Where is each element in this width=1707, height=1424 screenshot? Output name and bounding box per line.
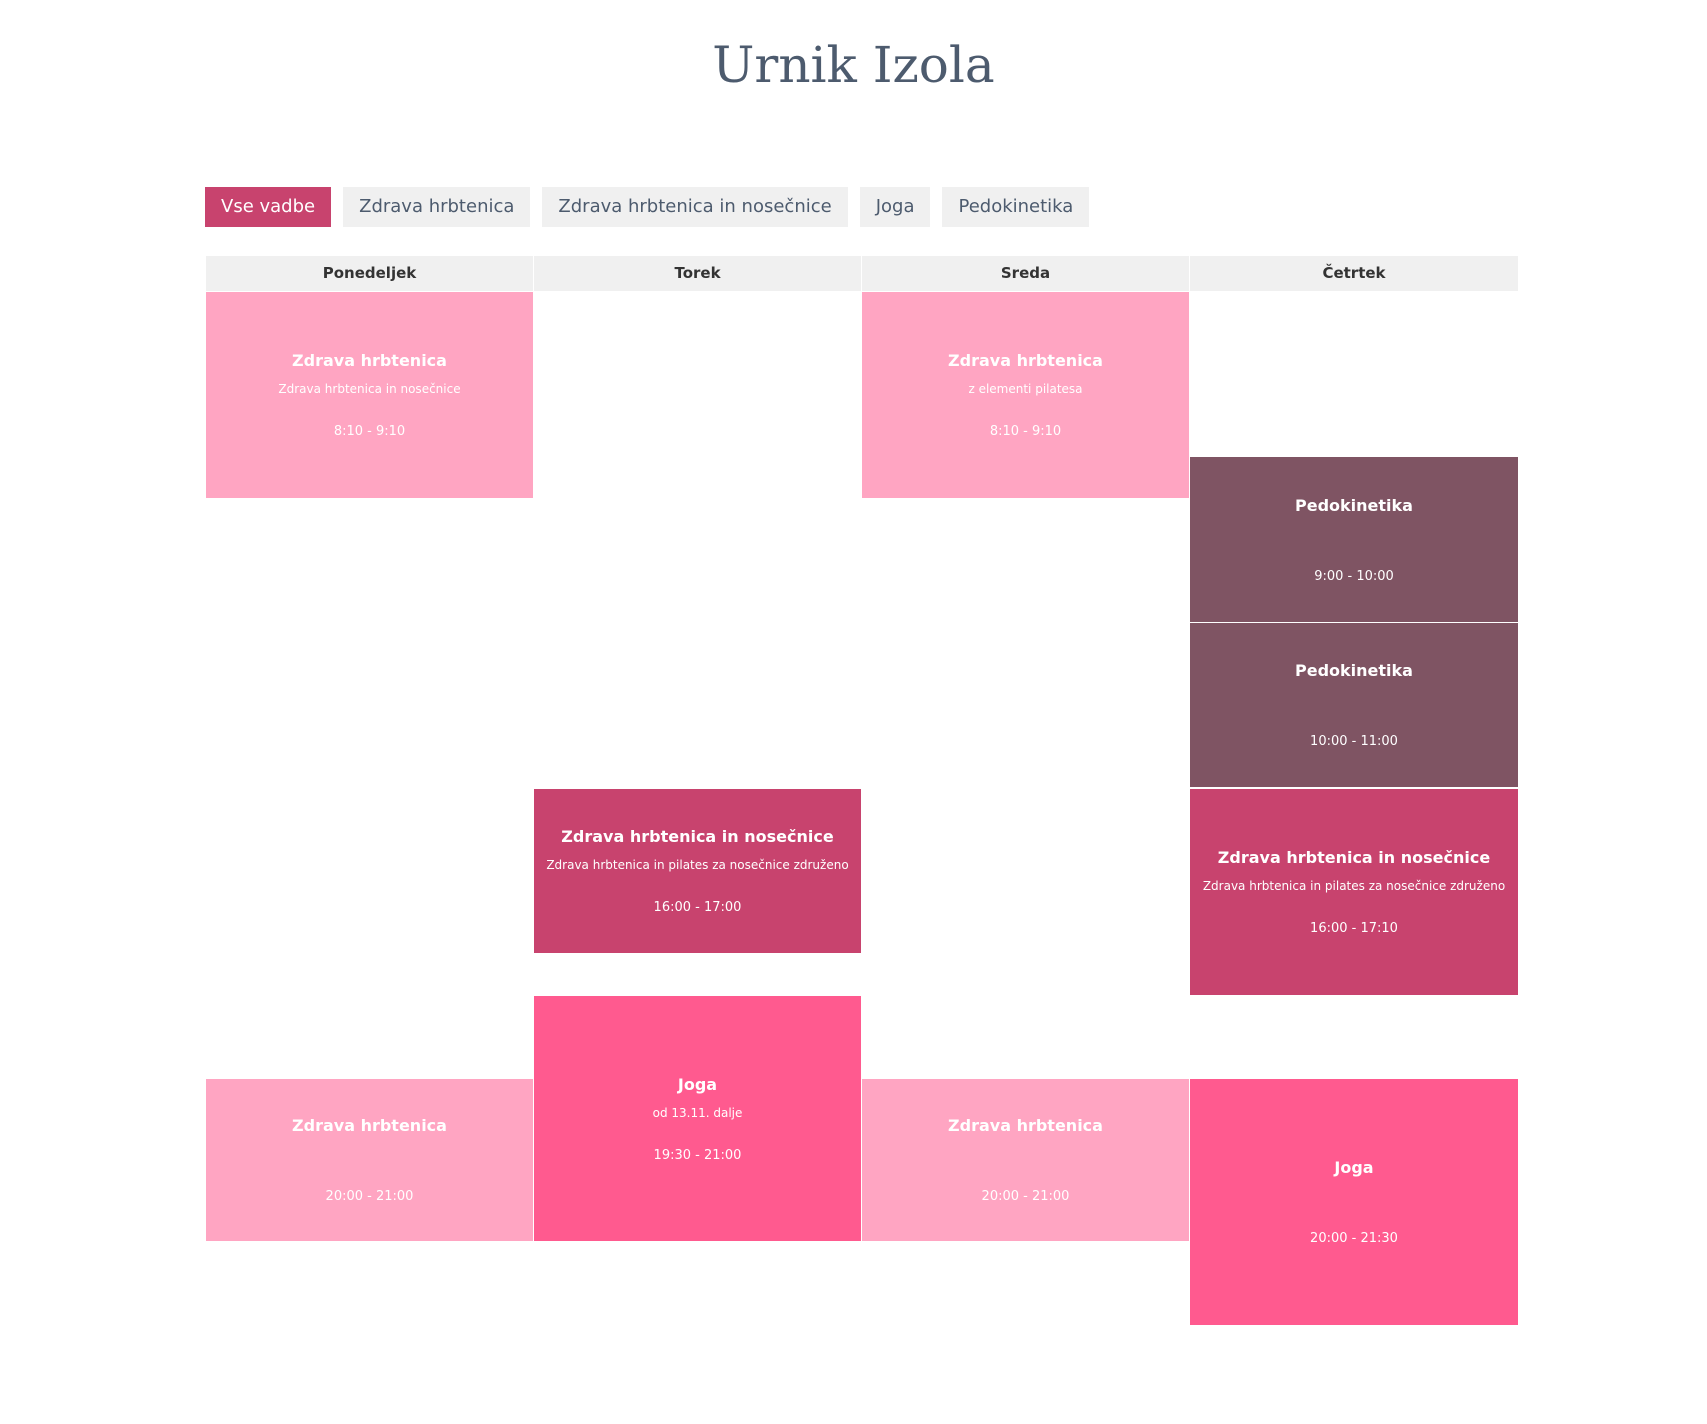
filter-bar: Vse vadbe Zdrava hrbtenica Zdrava hrbten… <box>205 187 1090 227</box>
event-thu-pedokinetika-2[interactable]: Pedokinetika 10:00 - 11:00 <box>1190 623 1518 787</box>
event-description: z elementi pilatesa <box>968 382 1083 396</box>
event-thu-zdrava-hrbtenica-nosecnice[interactable]: Zdrava hrbtenica in nosečnice Zdrava hrb… <box>1190 789 1518 995</box>
event-title: Pedokinetika <box>1295 661 1413 680</box>
event-title: Zdrava hrbtenica in nosečnice <box>561 827 834 846</box>
event-title: Zdrava hrbtenica <box>292 351 447 370</box>
filter-vse-vadbe[interactable]: Vse vadbe <box>205 187 332 227</box>
filter-zdrava-hrbtenica-in-nosecnice[interactable]: Zdrava hrbtenica in nosečnice <box>542 187 848 227</box>
event-time: 20:00 - 21:00 <box>981 1189 1070 1204</box>
event-description: Zdrava hrbtenica in nosečnice <box>278 382 461 396</box>
filter-joga[interactable]: Joga <box>859 187 931 227</box>
event-title: Zdrava hrbtenica <box>948 351 1103 370</box>
event-wed-zdrava-hrbtenica-evening[interactable]: Zdrava hrbtenica 20:00 - 21:00 <box>862 1079 1189 1241</box>
event-title: Pedokinetika <box>1295 495 1413 515</box>
event-wed-zdrava-hrbtenica-morning[interactable]: Zdrava hrbtenica z elementi pilatesa 8:1… <box>862 292 1189 498</box>
event-thu-joga[interactable]: Joga 20:00 - 21:30 <box>1190 1079 1518 1325</box>
event-title: Joga <box>1334 1158 1374 1177</box>
day-header-cetrtek: Četrtek <box>1190 256 1518 291</box>
event-time: 8:10 - 9:10 <box>333 424 406 439</box>
event-time: 19:30 - 21:00 <box>653 1147 742 1163</box>
event-time: 9:00 - 10:00 <box>1314 568 1394 584</box>
schedule-grid: Ponedeljek Torek Sreda Četrtek Zdrava hr… <box>206 256 1518 1326</box>
event-thu-pedokinetika-1[interactable]: Pedokinetika 9:00 - 10:00 <box>1190 457 1518 622</box>
day-header-torek: Torek <box>534 256 861 291</box>
event-title: Joga <box>677 1074 718 1094</box>
event-tue-zdrava-hrbtenica-nosecnice[interactable]: Zdrava hrbtenica in nosečnice Zdrava hrb… <box>534 789 861 953</box>
filter-zdrava-hrbtenica[interactable]: Zdrava hrbtenica <box>343 187 531 227</box>
event-time: 20:00 - 21:30 <box>1310 1231 1398 1246</box>
event-description: od 13.11. dalje <box>652 1105 743 1120</box>
day-header-sreda: Sreda <box>862 256 1189 291</box>
event-tue-joga[interactable]: Joga od 13.11. dalje 19:30 - 21:00 <box>534 996 861 1241</box>
page-title: Urnik Izola <box>712 36 995 94</box>
event-title: Zdrava hrbtenica in nosečnice <box>1217 848 1491 867</box>
event-mon-zdrava-hrbtenica-morning[interactable]: Zdrava hrbtenica Zdrava hrbtenica in nos… <box>206 292 533 498</box>
event-time: 10:00 - 11:00 <box>1310 734 1398 749</box>
day-header-ponedeljek: Ponedeljek <box>206 256 533 291</box>
event-title: Zdrava hrbtenica <box>292 1116 447 1135</box>
event-description: Zdrava hrbtenica in pilates za nosečnice… <box>1202 879 1506 893</box>
event-time: 20:00 - 21:00 <box>325 1189 414 1204</box>
event-description: Zdrava hrbtenica in pilates za nosečnice… <box>546 858 849 872</box>
filter-pedokinetika[interactable]: Pedokinetika <box>942 187 1090 227</box>
event-time: 16:00 - 17:10 <box>1310 921 1398 936</box>
event-title: Zdrava hrbtenica <box>948 1116 1103 1135</box>
event-mon-zdrava-hrbtenica-evening[interactable]: Zdrava hrbtenica 20:00 - 21:00 <box>206 1079 533 1241</box>
event-time: 16:00 - 17:00 <box>653 900 742 915</box>
event-time: 8:10 - 9:10 <box>989 424 1062 439</box>
